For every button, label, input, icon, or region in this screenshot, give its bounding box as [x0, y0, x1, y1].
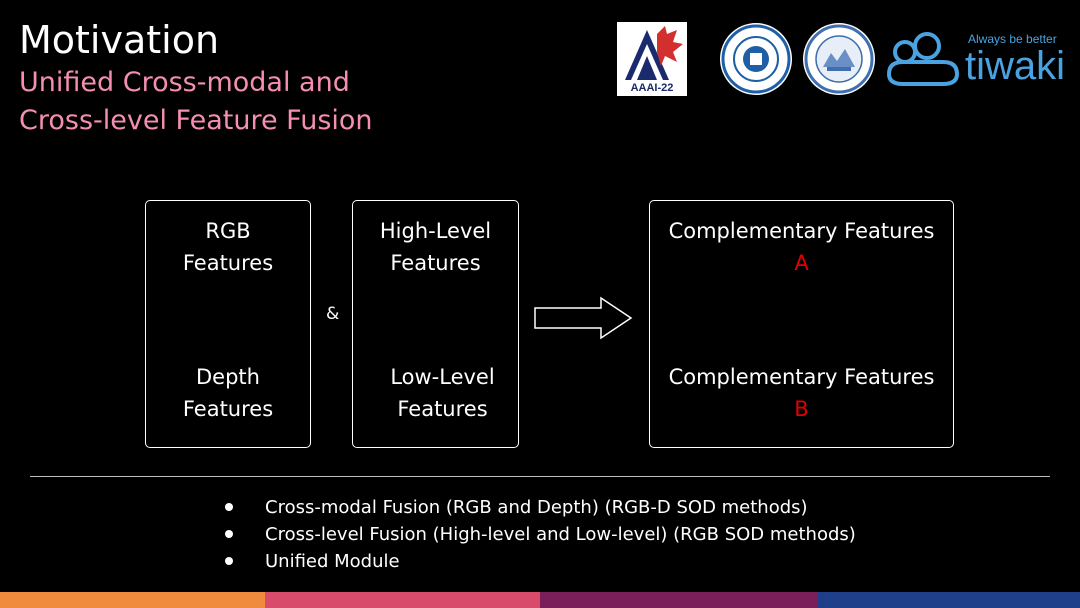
- footer-bar-blue: [818, 592, 1080, 608]
- bullet-icon: [225, 503, 233, 511]
- footer-bar-orange: [0, 592, 265, 608]
- depth-features-label: Depth Features: [182, 365, 274, 421]
- ampersand: &: [326, 304, 340, 324]
- maple-leaf-icon: [625, 26, 683, 80]
- horizontal-divider: [30, 476, 1050, 477]
- pengcheng-lab-seal-icon: [803, 23, 875, 95]
- aaai-logo: AAAI-22: [617, 22, 687, 96]
- low-level-features-label: Low-Level Features: [390, 365, 495, 421]
- footer-bar-pink: [265, 592, 540, 608]
- aaai-logo-text: AAAI-22: [630, 82, 674, 94]
- logo-strip: AAAI-22 Always be better tiwaki: [615, 20, 1080, 100]
- complementary-features-a: Complementary Features A: [650, 215, 953, 279]
- bullet-icon: [225, 530, 233, 538]
- tiwaki-wordmark: tiwaki: [965, 44, 1066, 88]
- complementary-features-box: Complementary Features A Complementary F…: [649, 200, 954, 448]
- tiwaki-tagline: Always be better: [968, 32, 1057, 46]
- cloud-group-icon: [886, 32, 960, 86]
- bullet-icon: [225, 557, 233, 565]
- footer-bar-purple: [540, 592, 818, 608]
- dalian-university-seal-icon: [720, 23, 792, 95]
- subtitle-line-1: Unified Cross-modal and: [19, 67, 350, 98]
- letter-a: A: [794, 251, 809, 275]
- slide-subtitle: Unified Cross-modal and Cross-level Feat…: [19, 64, 373, 140]
- rgb-features-label: RGB Features: [182, 219, 274, 275]
- bullet-text: Cross-modal Fusion (RGB and Depth) (RGB-…: [265, 497, 808, 518]
- high-level-features-label: High-Level Features: [379, 219, 492, 275]
- high-low-level-features-box: High-Level Features Low-Level Features: [352, 200, 519, 448]
- letter-b: B: [794, 397, 809, 421]
- tiwaki-logo: Always be better tiwaki: [883, 24, 1080, 94]
- bullet-text: Unified Module: [265, 551, 400, 572]
- bullet-text: Cross-level Fusion (High-level and Low-l…: [265, 524, 856, 545]
- rgb-depth-features-box: RGB Features Depth Features: [145, 200, 311, 448]
- right-arrow-icon: [534, 296, 633, 340]
- slide-title: Motivation: [19, 18, 220, 62]
- subtitle-line-2: Cross-level Feature Fusion: [19, 105, 373, 136]
- complementary-features-b: Complementary Features B: [650, 361, 953, 425]
